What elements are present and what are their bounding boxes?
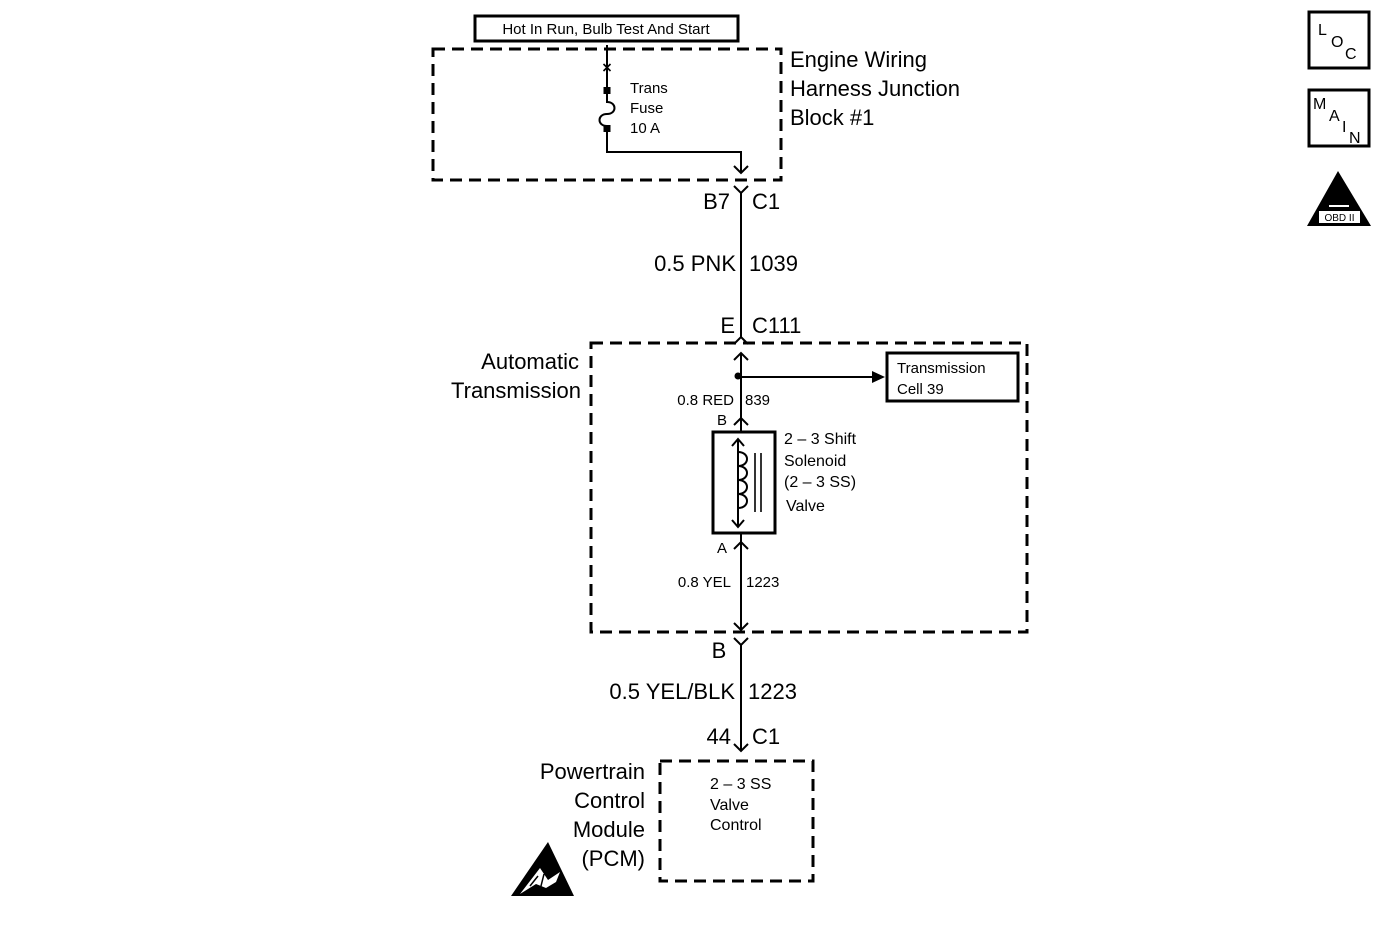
connector-c1-id: C1 — [752, 189, 780, 214]
svg-text:2 – 3 SS: 2 – 3 SS — [710, 776, 771, 793]
wire-1039-size-color: 0.5 PNK — [654, 251, 736, 276]
svg-text:L: L — [1318, 22, 1327, 39]
connector-c1-junction-symbol — [733, 185, 749, 195]
fuse-label: Trans Fuse 10 A — [630, 80, 668, 137]
wire-1223-size-color: 0.5 YEL/BLK — [609, 679, 735, 704]
fuse-symbol — [598, 45, 749, 175]
reference-arrowhead — [872, 371, 885, 383]
transmission-cell-reference-box[interactable] — [885, 351, 1020, 403]
pcm-connector-pin: 44 — [707, 724, 731, 749]
esd-warning-icon — [511, 842, 574, 896]
svg-text:Block #1: Block #1 — [790, 105, 874, 130]
main-badge[interactable]: M A I N — [1307, 88, 1371, 148]
main-icon[interactable] — [1307, 88, 1371, 148]
transmission-output-pin: B — [712, 638, 727, 663]
transmission-name: Automatic Transmission — [451, 349, 581, 403]
loc-icon[interactable] — [1307, 10, 1371, 70]
pcm-connector-id: C1 — [752, 724, 780, 749]
pcm-name: Powertrain Control Module (PCM) — [540, 759, 645, 871]
svg-text:C: C — [1345, 46, 1357, 63]
svg-text:(2 – 3 SS): (2 – 3 SS) — [784, 474, 856, 491]
svg-text:Control: Control — [574, 788, 645, 813]
svg-text:Fuse: Fuse — [630, 100, 663, 117]
junction-block-name: Engine Wiring Harness Junction Block #1 — [790, 47, 960, 130]
svg-text:Trans: Trans — [630, 80, 668, 97]
wire-839-size-color: 0.8 RED — [677, 392, 734, 409]
connector-c111-pin: E — [720, 313, 735, 338]
svg-text:Harness Junction: Harness Junction — [790, 76, 960, 101]
svg-text:Engine Wiring: Engine Wiring — [790, 47, 927, 72]
svg-text:O: O — [1331, 34, 1343, 51]
svg-text:10 A: 10 A — [630, 120, 660, 137]
svg-text:N: N — [1349, 130, 1361, 147]
svg-text:M: M — [1313, 96, 1326, 113]
svg-text:A: A — [1329, 108, 1340, 125]
svg-text:Transmission: Transmission — [451, 378, 581, 403]
solenoid-pin-a: A — [717, 540, 727, 557]
solenoid-symbol — [711, 430, 777, 535]
svg-text:I: I — [1342, 119, 1346, 136]
connector-c111-id: C111 — [752, 313, 801, 338]
wire-1039-circuit: 1039 — [749, 251, 798, 276]
transmission-outline — [589, 341, 1029, 634]
transmission-output-connector-inner — [733, 622, 749, 632]
wire-1223-inner-size-color: 0.8 YEL — [678, 574, 731, 591]
wire-1223-inner-circuit: 1223 — [746, 574, 779, 591]
svg-text:2 – 3 Shift: 2 – 3 Shift — [784, 431, 857, 448]
svg-text:Module: Module — [573, 817, 645, 842]
obd-ii-numeral: II — [1335, 190, 1344, 207]
wire-1223-circuit: 1223 — [748, 679, 797, 704]
power-source-box: Hot In Run, Bulb Test And Start — [473, 14, 740, 43]
svg-text:Powertrain: Powertrain — [540, 759, 645, 784]
obd-ii-badge[interactable]: II OBD II — [1307, 171, 1371, 226]
svg-text:Valve: Valve — [710, 797, 749, 814]
loc-badge[interactable]: L O C — [1307, 10, 1371, 70]
svg-text:Valve: Valve — [786, 498, 825, 515]
svg-text:Solenoid: Solenoid — [784, 453, 846, 470]
obd-ii-caption: OBD II — [1324, 213, 1354, 224]
transmission-cell-reference-line-2: Cell 39 — [897, 381, 944, 398]
transmission-output-connector-outer — [733, 637, 749, 647]
power-source-label: Hot In Run, Bulb Test And Start — [502, 21, 710, 38]
pcm-outline — [658, 759, 815, 883]
transmission-cell-reference-line-1: Transmission — [897, 360, 986, 377]
pcm-connector-symbol — [733, 743, 749, 753]
svg-text:Control: Control — [710, 817, 762, 834]
connector-c1-pin: B7 — [703, 189, 730, 214]
wire-839-circuit: 839 — [745, 392, 770, 409]
solenoid-pin-b: B — [717, 412, 727, 429]
svg-text:Automatic: Automatic — [481, 349, 579, 374]
svg-text:(PCM): (PCM) — [581, 846, 645, 871]
solenoid-label: 2 – 3 Shift Solenoid (2 – 3 SS) Valve — [784, 431, 857, 515]
pcm-function-label: 2 – 3 SS Valve Control — [710, 776, 771, 834]
